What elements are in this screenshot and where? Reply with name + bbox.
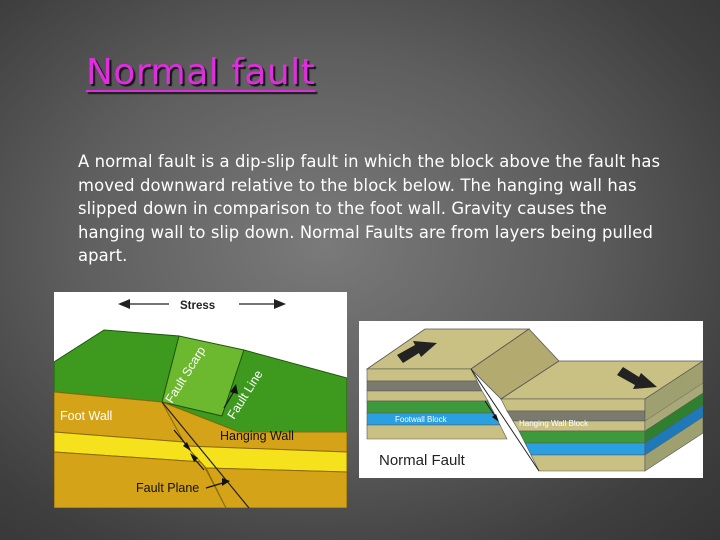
stress-arrows <box>118 299 286 309</box>
normal-fault-layers-diagram: Footwall Block Hanging Wall Block Normal… <box>359 321 703 478</box>
left-block-arrow <box>397 341 437 363</box>
footwall-block-label: Footwall Block <box>395 415 448 424</box>
fault-plane-line <box>161 401 250 508</box>
slide-title: Normal fault <box>86 52 316 93</box>
normal-fault-caption: Normal Fault <box>379 452 466 469</box>
normal-fault-layers-svg: Footwall Block Hanging Wall Block Normal… <box>365 328 703 472</box>
body-text: A normal fault is a dip-slip fault in wh… <box>78 152 661 265</box>
right-block-arrow <box>617 367 657 389</box>
hanging-wall-label: Hanging Wall <box>220 429 294 443</box>
slip-arrows <box>173 429 205 471</box>
fault-block-diagram: Stress Fault Scarp Fault Line Foot Wall <box>54 292 347 508</box>
hanging-wall-block-label: Hanging Wall Block <box>519 419 589 428</box>
foot-wall-label: Foot Wall <box>60 409 112 423</box>
fault-plane-label: Fault Plane <box>136 481 199 495</box>
fault-block-svg: Stress Fault Scarp Fault Line Foot Wall <box>54 299 347 508</box>
stress-label: Stress <box>180 300 215 312</box>
right-fault-line <box>470 368 540 472</box>
